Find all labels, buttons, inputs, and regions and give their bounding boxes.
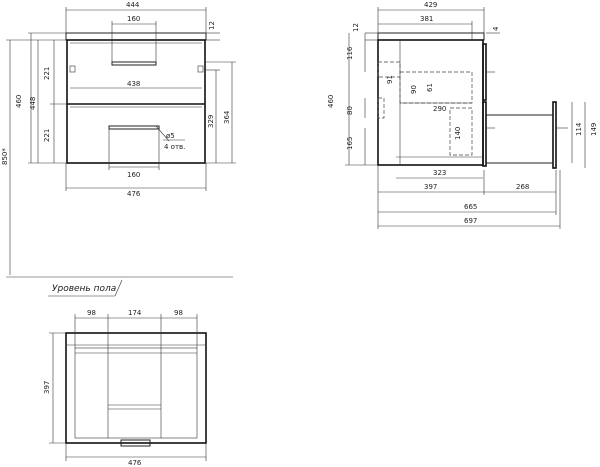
dim-364: 364 (223, 110, 231, 124)
bottom-outline (65, 332, 207, 444)
bottom-handle (108, 125, 160, 130)
dim-12-front: 12 (208, 21, 216, 30)
dim-149: 149 (590, 123, 598, 136)
dim-460-front: 460 (15, 95, 23, 108)
floor-reference: 850* Уровень пола (1, 39, 233, 297)
siphon-area (377, 61, 401, 78)
dim-116: 116 (346, 46, 354, 60)
dim-665: 665 (464, 203, 477, 211)
dim-98-right: 98 (174, 309, 183, 317)
hole-diameter-note: ø5 (166, 132, 175, 140)
dim-323: 323 (433, 169, 446, 177)
hole-count-note: 4 отв. (164, 143, 185, 151)
dim-174: 174 (128, 309, 142, 317)
dim-114: 114 (575, 122, 583, 136)
dim-165: 165 (346, 137, 354, 150)
dim-160-bottom: 160 (127, 171, 140, 179)
dim-160-top: 160 (127, 15, 140, 23)
drawer-front-extended (552, 101, 557, 169)
dim-397-bottom: 397 (43, 381, 51, 394)
dim-429: 429 (424, 1, 437, 9)
dim-12-side: 12 (352, 23, 360, 32)
bottom-drawer-front-side (482, 101, 487, 167)
dim-444: 444 (126, 1, 140, 9)
dim-140: 140 (454, 127, 462, 140)
side-view: 429 381 12 4 460 116 80 165 91 90 61 290… (327, 1, 598, 229)
bottom-handle (120, 439, 151, 447)
side-countertop (377, 32, 485, 41)
front-carcass (66, 39, 206, 164)
dim-329: 329 (207, 115, 215, 128)
dim-697: 697 (464, 217, 477, 225)
bracket-right (197, 65, 204, 73)
side-carcass (377, 39, 484, 166)
dim-268: 268 (516, 183, 529, 191)
dim-381: 381 (420, 15, 433, 23)
dim-290: 290 (433, 105, 446, 113)
dim-221-top: 221 (43, 67, 51, 80)
dim-476-bottom: 476 (128, 459, 142, 467)
dim-98-left: 98 (87, 309, 96, 317)
dim-221-bottom: 221 (43, 129, 51, 142)
dim-90: 90 (410, 85, 418, 94)
front-view: 444 160 12 438 160 476 460 448 221 (15, 1, 236, 198)
drawer-cutout (449, 107, 473, 156)
dim-448: 448 (29, 97, 37, 110)
dim-460-side: 460 (327, 95, 335, 108)
top-drawer-front-side (482, 43, 487, 101)
side-hole-80 (377, 97, 385, 119)
top-handle (111, 61, 157, 66)
bottom-view: 98 174 98 397 476 (43, 309, 207, 467)
front-countertop (65, 32, 207, 41)
dim-61: 61 (426, 83, 434, 92)
floor-level-label: Уровень пола (52, 284, 116, 294)
bracket-left (69, 65, 76, 73)
dim-4: 4 (492, 26, 500, 31)
dim-91: 91 (386, 75, 394, 84)
dim-80: 80 (346, 106, 354, 115)
bottom-inner (74, 347, 198, 439)
dim-850: 850* (1, 148, 9, 165)
dim-438: 438 (127, 80, 140, 88)
dim-397: 397 (424, 183, 437, 191)
dim-476-front: 476 (127, 190, 141, 198)
